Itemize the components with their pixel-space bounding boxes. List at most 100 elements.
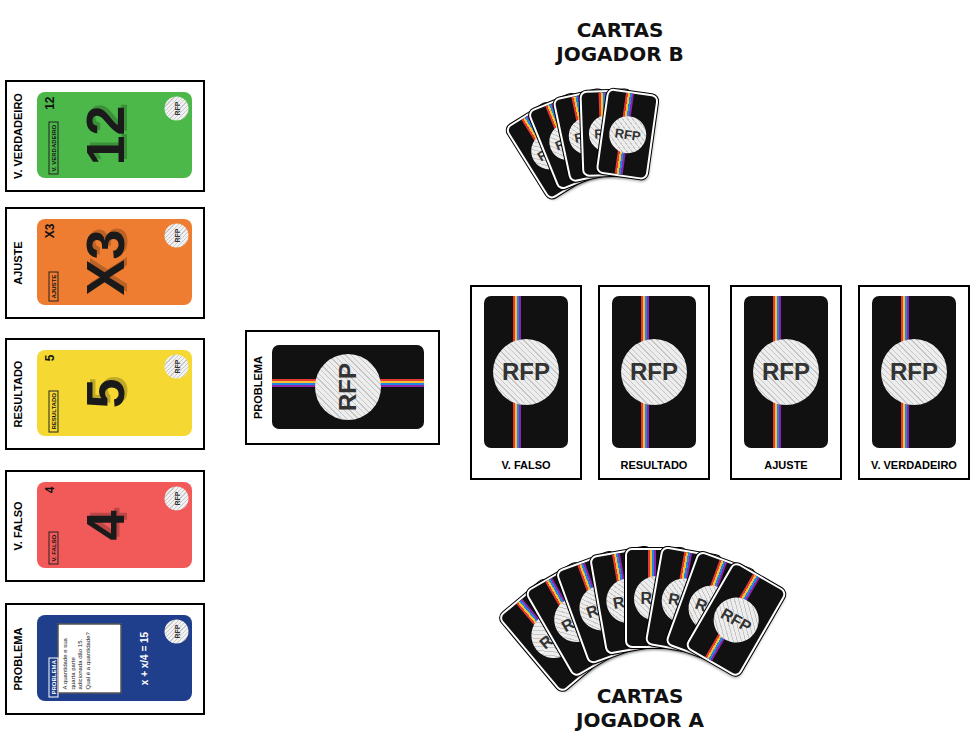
card-name-holder: V. VERDADEIRO (41, 121, 59, 174)
slot-label-holder: RESULTADO (600, 455, 708, 473)
card-name-holder: AJUSTE (41, 271, 59, 301)
card-back: RFP (744, 296, 828, 448)
question-box: A quantidade e sua quarta parte adiciona… (57, 623, 121, 693)
card-value-small-holder: 4 (39, 486, 57, 493)
slot-label-holder: V. FALSO (472, 455, 580, 473)
player-heading: CARTAS JOGADOR A (565, 684, 715, 732)
card-name-holder: RESULTADO (41, 390, 59, 432)
box-label: RESULTADO (12, 361, 24, 428)
box-label-holder: V. VERDADEIRO (7, 82, 29, 190)
slot-label-holder: V. VERDADEIRO (860, 455, 968, 473)
box-label: AJUSTE (12, 241, 24, 284)
card-value-small: 4 (42, 486, 56, 493)
number-card: RESULTADO55RFP (37, 350, 192, 436)
card-slot-box: AJUSTE RFP (730, 285, 842, 480)
equation: x + x/4 = 15 (138, 631, 149, 684)
card-slot-box: V. VERDADEIRO V. VERDADEIRO 12 12 RFP (5, 80, 205, 192)
card-name: RESULTADO (48, 390, 58, 432)
box-label: V. VERDADEIRO (12, 93, 24, 179)
card-name: PROBLEMA (48, 657, 58, 697)
card-slot-box: PROBLEMAPROBLEMAA quantidade e sua quart… (5, 603, 205, 715)
logo-circle: RFP (164, 486, 188, 510)
problem-card: PROBLEMAA quantidade e sua quarta parte … (37, 615, 192, 701)
card-slot-box: AJUSTE AJUSTE X3 X3 RFP (5, 207, 205, 319)
card-name: V. FALSO (48, 531, 58, 564)
slot-label: AJUSTE (764, 459, 807, 471)
card-slot-box: V. VERDADEIRO RFP (858, 285, 970, 480)
logo-circle: RFP (164, 223, 188, 247)
number-card: V. VERDADEIRO 12 12 RFP (37, 92, 192, 178)
card-back: RFP (272, 345, 424, 429)
logo-circle: RFP (164, 354, 188, 378)
heading-holder: CARTAS JOGADOR B (545, 18, 695, 66)
question-text: A quantidade e sua quarta parte adiciona… (61, 627, 91, 689)
card-slot-box: RESULTADORESULTADO55RFP (5, 338, 205, 450)
player-heading: CARTAS JOGADOR B (545, 18, 695, 66)
logo-text: RFP (173, 491, 180, 505)
card-value: 5 (77, 378, 131, 408)
card-name: V. VERDADEIRO (48, 121, 58, 174)
card-name: AJUSTE (48, 271, 58, 301)
heading-holder: CARTAS JOGADOR A (565, 684, 715, 732)
slot-label-holder: AJUSTE (732, 455, 840, 473)
hatched-circle: RFP (753, 339, 819, 405)
card-slot-box: V. FALSO RFP (470, 285, 582, 480)
card-value-small: X3 (42, 223, 56, 238)
card-face-rotated: AJUSTE X3 X3 RFP (37, 219, 192, 305)
card-value: X3 (77, 229, 131, 295)
number-card: V. FALSO44RFP (37, 482, 192, 568)
box-label: PROBLEMA (12, 628, 24, 691)
box-label: V. FALSO (12, 501, 24, 550)
card-value-holder: 4 (77, 482, 131, 568)
logo-text: RFP (502, 360, 550, 384)
hatched-circle: RFP (315, 354, 381, 420)
hatched-circle: RFP (881, 339, 947, 405)
logo-text: RFP (173, 359, 180, 373)
logo-text: RFP (718, 605, 754, 635)
box-label-holder: PROBLEMA (247, 332, 269, 443)
card-value-holder: 12 (77, 92, 131, 178)
card-value: 4 (77, 510, 131, 540)
card-value-small-holder: 12 (39, 96, 57, 109)
logo-text: RFP (173, 228, 180, 242)
box-label-holder: RESULTADO (7, 340, 29, 448)
hatched-circle: RFP (621, 339, 687, 405)
card-name-holder: PROBLEMA (41, 657, 59, 697)
logo-text: RFP (173, 101, 180, 115)
card-slot-box: PROBLEMA RFP (245, 330, 440, 445)
card-face-rotated: PROBLEMAA quantidade e sua quarta parte … (37, 615, 192, 701)
card-back: RFP (872, 296, 956, 448)
card-face-rotated: RESULTADO55RFP (37, 350, 192, 436)
box-label-holder: PROBLEMA (7, 605, 29, 713)
card-slot-box: V. FALSOV. FALSO44RFP (5, 470, 205, 582)
card-value-small: 5 (42, 354, 56, 361)
logo-text: RFP (762, 360, 810, 384)
slot-label: RESULTADO (621, 459, 688, 471)
equation-holder: x + x/4 = 15 (133, 615, 151, 701)
card-value-small-holder: 5 (39, 354, 57, 361)
slot-label: V. VERDADEIRO (871, 459, 957, 471)
number-card: AJUSTE X3 X3 RFP (37, 219, 192, 305)
box-label-holder: V. FALSO (7, 472, 29, 580)
card-name-holder: V. FALSO (41, 531, 59, 564)
slot-label: V. FALSO (501, 459, 550, 471)
card-slot-box: RESULTADO RFP (598, 285, 710, 480)
card-value-small-holder: X3 (39, 223, 57, 238)
logo-text: RFP (630, 360, 678, 384)
card-value: 12 (77, 105, 131, 165)
logo-text: RFP (173, 624, 180, 638)
card-back: RFP (484, 296, 568, 448)
card-value-small: 12 (42, 96, 56, 109)
card-face-rotated: V. VERDADEIRO 12 12 RFP (37, 92, 192, 178)
hand-card: RFP (596, 88, 659, 180)
box-label-holder: AJUSTE (7, 209, 29, 317)
logo-text: RFP (890, 360, 938, 384)
logo-text: RFP (336, 363, 360, 411)
box-label: PROBLEMA (252, 356, 264, 419)
logo-circle: RFP (164, 96, 188, 120)
hatched-circle: RFP (607, 114, 649, 156)
logo-circle: RFP (164, 619, 188, 643)
card-back: RFP (612, 296, 696, 448)
card-face-rotated: V. FALSO44RFP (37, 482, 192, 568)
